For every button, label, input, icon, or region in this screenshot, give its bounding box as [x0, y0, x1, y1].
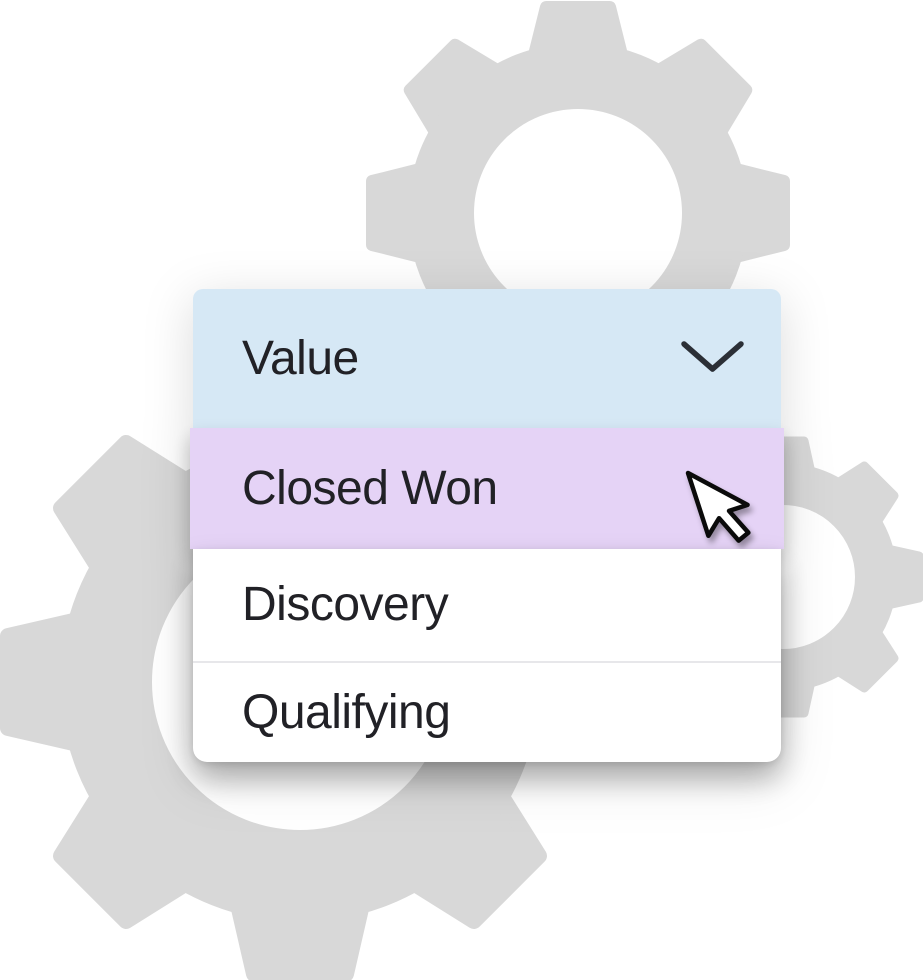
stage-dropdown: Value Closed Won Discovery Qualifying	[190, 289, 784, 762]
option-label: Qualifying	[242, 686, 451, 739]
dropdown-option-qualifying[interactable]: Qualifying	[193, 663, 781, 762]
dropdown-menu: Discovery Qualifying	[193, 549, 781, 762]
cursor-arrow-icon	[685, 470, 751, 543]
dropdown-option-discovery[interactable]: Discovery	[193, 549, 781, 661]
dropdown-value-label: Value	[242, 332, 359, 385]
chevron-down-icon[interactable]	[680, 340, 745, 373]
option-label: Discovery	[242, 578, 449, 631]
dropdown-option-selected[interactable]: Closed Won	[190, 428, 784, 549]
selected-option-label: Closed Won	[242, 462, 498, 515]
menu-divider	[193, 661, 781, 663]
dropdown-trigger[interactable]: Value	[193, 289, 781, 428]
